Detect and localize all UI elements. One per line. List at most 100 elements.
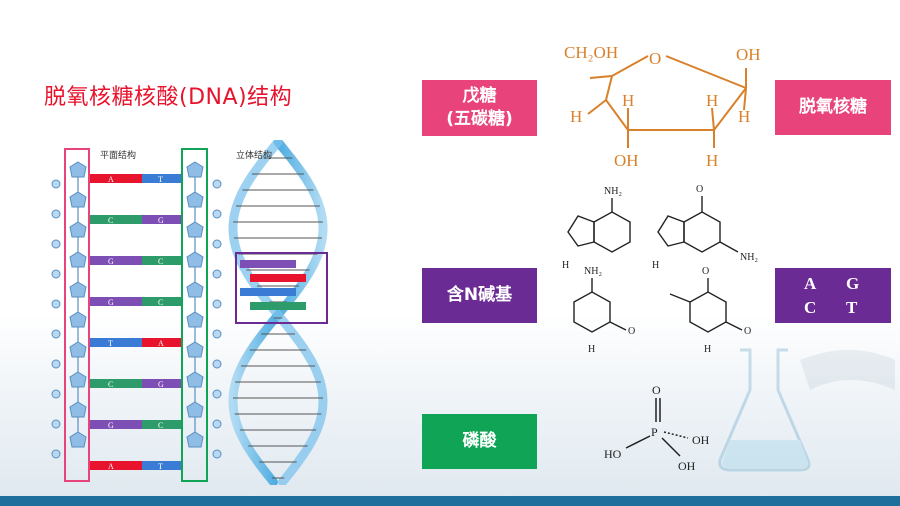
base-letters-grid: A G C T [775,268,891,323]
phosphate-o: O [652,383,661,397]
base-bar [90,256,142,265]
base-bar [142,461,183,470]
base-bar [142,297,183,306]
helix-base-bar [250,302,306,310]
base-letter: T [158,175,163,184]
phosphate-circle [51,179,61,189]
bottom-bar [0,496,900,506]
planar-caption: 平面结构 [100,151,137,161]
base-letter: C [108,216,113,225]
base-bar [142,215,183,224]
page-title: 脱氧核糖核酸(DNA)结构 [44,85,293,110]
base-bar [142,379,183,388]
base-bar [90,379,142,388]
formula-h: H [622,91,634,110]
phosphate-circle [51,269,61,279]
atom-label: H [588,344,595,355]
atom-label: O [702,266,709,277]
base-letter: C [158,257,163,266]
formula-ch2oh: CH₂OH [564,43,618,62]
base-letter: A [158,339,164,348]
phosphate-backbone-highlight [181,148,208,482]
base-bar [90,338,142,347]
base-letter: C [804,298,817,317]
stereo-caption: 立体结构 [236,151,273,161]
base-bar [142,338,183,347]
helix-zoom-box [235,252,328,324]
sugar-backbone-highlight [64,148,90,482]
phosphate-circle [212,179,222,189]
phosphate-circle [212,389,222,399]
base-bar [90,174,142,183]
phosphate-circle [212,329,222,339]
sugar-pentagon [186,431,204,448]
phosphate-ho: HO [604,447,622,461]
base-letter: G [158,216,164,225]
base-letter: A [108,175,114,184]
atom-label: NH₂ [584,266,602,277]
atom-label: O [696,184,703,195]
formula-h: H [706,91,718,110]
nitrogen-base-label: 含N碱基 [422,268,537,323]
phosphate-oh: OH [692,433,710,447]
base-letter: C [108,380,113,389]
dna-helix-diagram [228,140,328,485]
formula-h: H [570,107,582,126]
phosphate-circle [212,209,222,219]
pentose-label: 戊糖 (五碳糖) [422,80,537,136]
phosphoric-acid-formula: O P HO OH OH [604,383,710,473]
phosphate-circle [212,359,222,369]
phosphate-oh: OH [678,459,696,473]
atom-label: H [652,260,659,271]
base-letter: G [108,421,114,430]
phosphate-p: P [651,425,658,439]
atom-label: H [562,260,569,271]
helix-strand [228,140,328,485]
formula-h: H [738,107,750,126]
base-letter: C [158,421,163,430]
phosphate-circle [51,419,61,429]
phosphate-circle [212,449,222,459]
base-letter: T [108,339,113,348]
atom-label: NH₂ [604,186,622,197]
phosphate-circle [212,419,222,429]
nitrogen-base-structures: NH₂ O NH₂ NH₂ O O O H H H H [562,184,758,355]
base-letter: G [846,274,860,293]
atom-label: H [704,344,711,355]
atom-label: NH₂ [740,252,758,263]
base-bar [142,174,183,183]
base-letter: T [846,298,858,317]
base-letter: C [158,298,163,307]
phosphate-circle [51,209,61,219]
lab-flask-decoration [718,348,895,472]
deoxyribose-label: 脱氧核糖 [775,80,891,135]
phosphate-circle [51,359,61,369]
helix-base-bar [250,274,306,282]
base-bar [90,461,142,470]
phosphate-circle [51,449,61,459]
base-bar [90,215,142,224]
base-bar [90,297,142,306]
formula-ring-o: O [649,49,661,68]
phosphate-circle [212,269,222,279]
base-letter: G [108,257,114,266]
formula-oh: OH [614,151,639,170]
base-letter: G [108,298,114,307]
phosphate-circle [212,239,222,249]
base-letter: A [804,274,817,293]
deoxyribose-formula: CH₂OH O OH H H H H OH H [564,43,761,170]
phosphate-circle [51,299,61,309]
phosphate-label: 磷酸 [422,414,537,469]
formula-oh: OH [736,45,761,64]
base-bar [142,420,183,429]
base-bar [142,256,183,265]
base-bar [90,420,142,429]
formula-h: H [706,151,718,170]
atom-label: O [628,326,635,337]
atom-label: O [744,326,751,337]
base-letter: G [158,380,164,389]
phosphate-circle [51,239,61,249]
base-letter: A [108,462,114,471]
